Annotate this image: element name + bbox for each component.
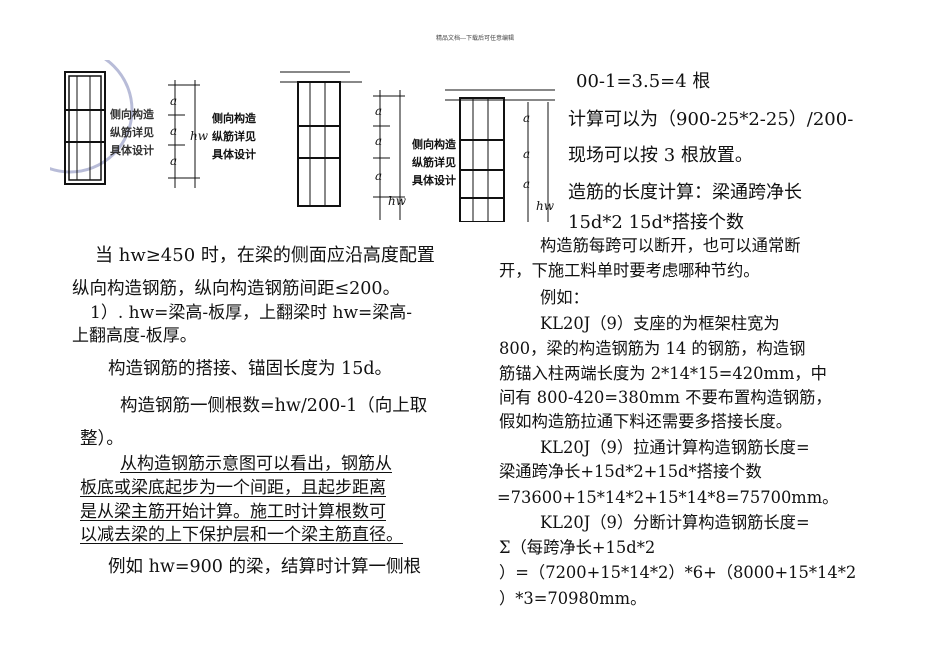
text-line: 当 hw≥450 时，在梁的侧面应沿高度配置 [95,245,435,266]
text-line: KL20J（9）分断计算构造钢筋长度= [540,513,810,532]
label-a: a [170,94,177,108]
underlined-line: 以减去梁的上下保护层和一个梁主筋直径。 [80,525,403,545]
text-line: Σ（每跨净长+15d*2 [499,538,656,557]
svg-text:hw: hw [388,194,407,208]
text-line: 造筋的长度计算：梁通跨净长 [568,182,802,203]
text-line: 纵向构造钢筋，纵向构造钢筋间距≤200。 [72,279,401,299]
underlined-line: 板底或梁底起步为一个间距，且起步距离 [80,478,386,498]
text-line: 筋锚入柱两端长度为 2*14*15=420mm，中 [499,364,827,383]
underlined-line: 是从梁主筋开始计算。施工时计算根数可 [80,502,386,522]
text-line: 构造筋每跨可以断开，也可以通常断 [540,236,801,255]
svg-text:纵筋详见: 纵筋详见 [412,155,456,169]
text-line: KL20J（9）支座的为框架柱宽为 [540,314,780,333]
text-line: 现场可以按 3 根放置。 [568,145,753,166]
text-line: 计算可以为（900-25*2-25）/200- [568,109,854,130]
text-line: 构造钢筋一侧根数=hw/200-1（向上取 [120,396,428,416]
svg-text:侧向构造: 侧向构造 [412,137,457,151]
text-line: KL20J（9）拉通计算构造钢筋长度= [540,438,810,457]
text-line: 假如构造筋拉通下料还需要多搭接长度。 [499,412,793,431]
svg-text:a: a [375,169,382,183]
text-line: 构造钢筋的搭接、锚固长度为 15d。 [108,359,393,379]
svg-text:a: a [523,147,530,161]
text-line: 梁通跨净长+15d*2+15d*搭接个数 [499,462,762,481]
svg-text:a: a [523,177,530,191]
svg-text:a: a [375,104,382,118]
beam-rebar-diagram: 侧向构造 纵筋详见具体设计 侧向构造纵筋详见具体设计 侧向构造纵筋详见具体设计 … [6,46,562,223]
svg-text:hw: hw [536,199,555,213]
text-line: 例如 hw=900 的梁，结算时计算一侧根 [108,557,421,577]
svg-text:a: a [523,111,530,125]
svg-text:具体设计: 具体设计 [412,173,456,187]
svg-text:a: a [375,134,382,148]
text-line: 上翻高度-板厚。 [72,326,197,346]
svg-text:纵筋详见: 纵筋详见 [212,129,256,143]
text-line: =73600+15*14*2+15*14*8=75700mm。 [497,488,839,507]
text-line: 例如： [540,288,589,307]
svg-text:具体设计: 具体设计 [110,143,154,157]
page-header: 精品文档---下载后可任意编辑 [435,35,515,42]
text-line: 开，下施工料单时要考虑哪种节约。 [499,261,760,280]
label-hw: hw [190,129,209,143]
label-side-bars: 侧向构造 [212,111,257,125]
text-line: 00-1=3.5=4 根 [576,71,711,92]
svg-text:a: a [170,124,177,138]
text-line: ）*3=70980mm。 [499,589,647,608]
svg-text:a: a [170,154,177,168]
text-line: ）=（7200+15*14*2）*6+（8000+15*14*2 [499,563,857,582]
text-line: 800，梁的构造钢筋为 14 的钢筋，构造钢 [499,339,806,358]
text-line: 整）。 [80,429,124,449]
svg-text:具体设计: 具体设计 [212,147,256,161]
text-line: 间有 800-420=380mm 不要布置构造钢筋， [499,388,832,407]
underlined-line: 从构造钢筋示意图可以看出，钢筋从 [120,454,392,474]
svg-text:侧向构造: 侧向构造 [110,107,155,121]
text-line: 15d*2 15d*搭接个数 [568,212,745,233]
svg-text:纵筋详见: 纵筋详见 [110,125,154,139]
text-line: 1）. hw=梁高-板厚，上翻梁时 hw=梁高- [90,303,413,323]
